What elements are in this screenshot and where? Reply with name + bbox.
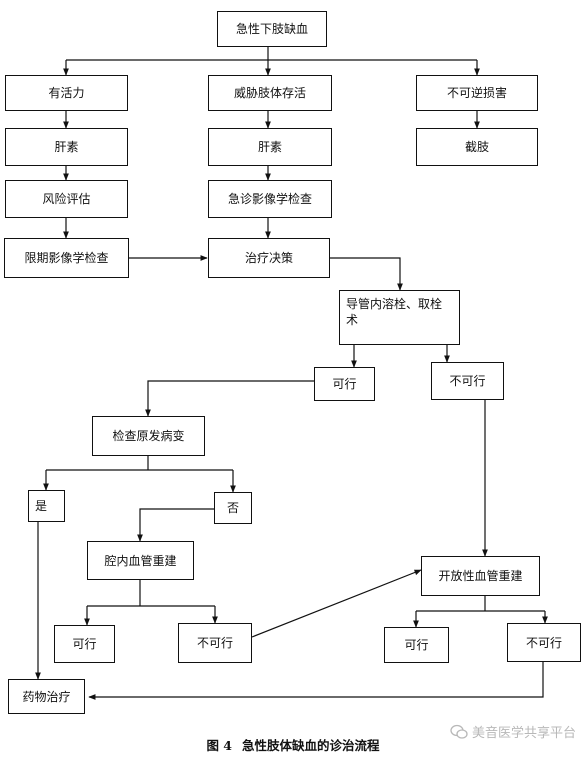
arrow-decision-catheter [330,257,403,291]
node-catheter-feasible: 可行 [314,367,375,401]
node-endo-feasible: 可行 [54,625,115,663]
node-irreversible: 不可逆损害 [416,75,538,111]
figure-caption: 图 4 急性肢体缺血的诊治流程 [0,735,586,754]
figure-label: 图 4 [206,738,233,753]
wechat-icon [450,724,468,739]
figure-title: 急性肢体缺血的诊治流程 [242,738,380,753]
node-amputation: 截肢 [416,128,538,166]
node-endo-infeasible: 不可行 [178,623,252,663]
arrow-no-endo [137,508,214,542]
node-scheduled-imaging: 限期影像学检查 [4,238,129,278]
node-no: 否 [214,492,252,524]
arrow-open-infeasible-drug [88,662,544,700]
node-acute-limb-ischemia: 急性下肢缺血 [217,11,327,47]
node-risk-assessment: 风险评估 [5,180,128,218]
node-heparin-threatened: 肝素 [208,128,332,166]
node-check-primary-lesion: 检查原发病变 [92,416,205,456]
node-endovascular-revascularization: 腔内血管重建 [87,541,194,580]
node-viable: 有活力 [5,75,128,111]
node-catheter-thrombolysis: 导管内溶栓、取栓术 [339,290,460,345]
node-yes: 是 [28,490,65,522]
watermark: 美音医学共享平台 [450,722,576,741]
node-drug-therapy: 药物治疗 [8,679,85,714]
node-open-revascularization: 开放性血管重建 [421,556,540,596]
arrow-feasible-check [145,380,314,417]
node-threatened: 威胁肢体存活 [208,75,332,111]
node-catheter-infeasible: 不可行 [431,362,504,400]
node-open-infeasible: 不可行 [507,623,581,662]
node-treatment-decision: 治疗决策 [208,238,330,278]
node-open-feasible: 可行 [384,627,449,663]
node-emergency-imaging: 急诊影像学检查 [208,180,332,218]
arrow-endo-infeasible-open [251,569,422,638]
node-heparin-viable: 肝素 [5,128,128,166]
watermark-text: 美音医学共享平台 [471,726,576,741]
